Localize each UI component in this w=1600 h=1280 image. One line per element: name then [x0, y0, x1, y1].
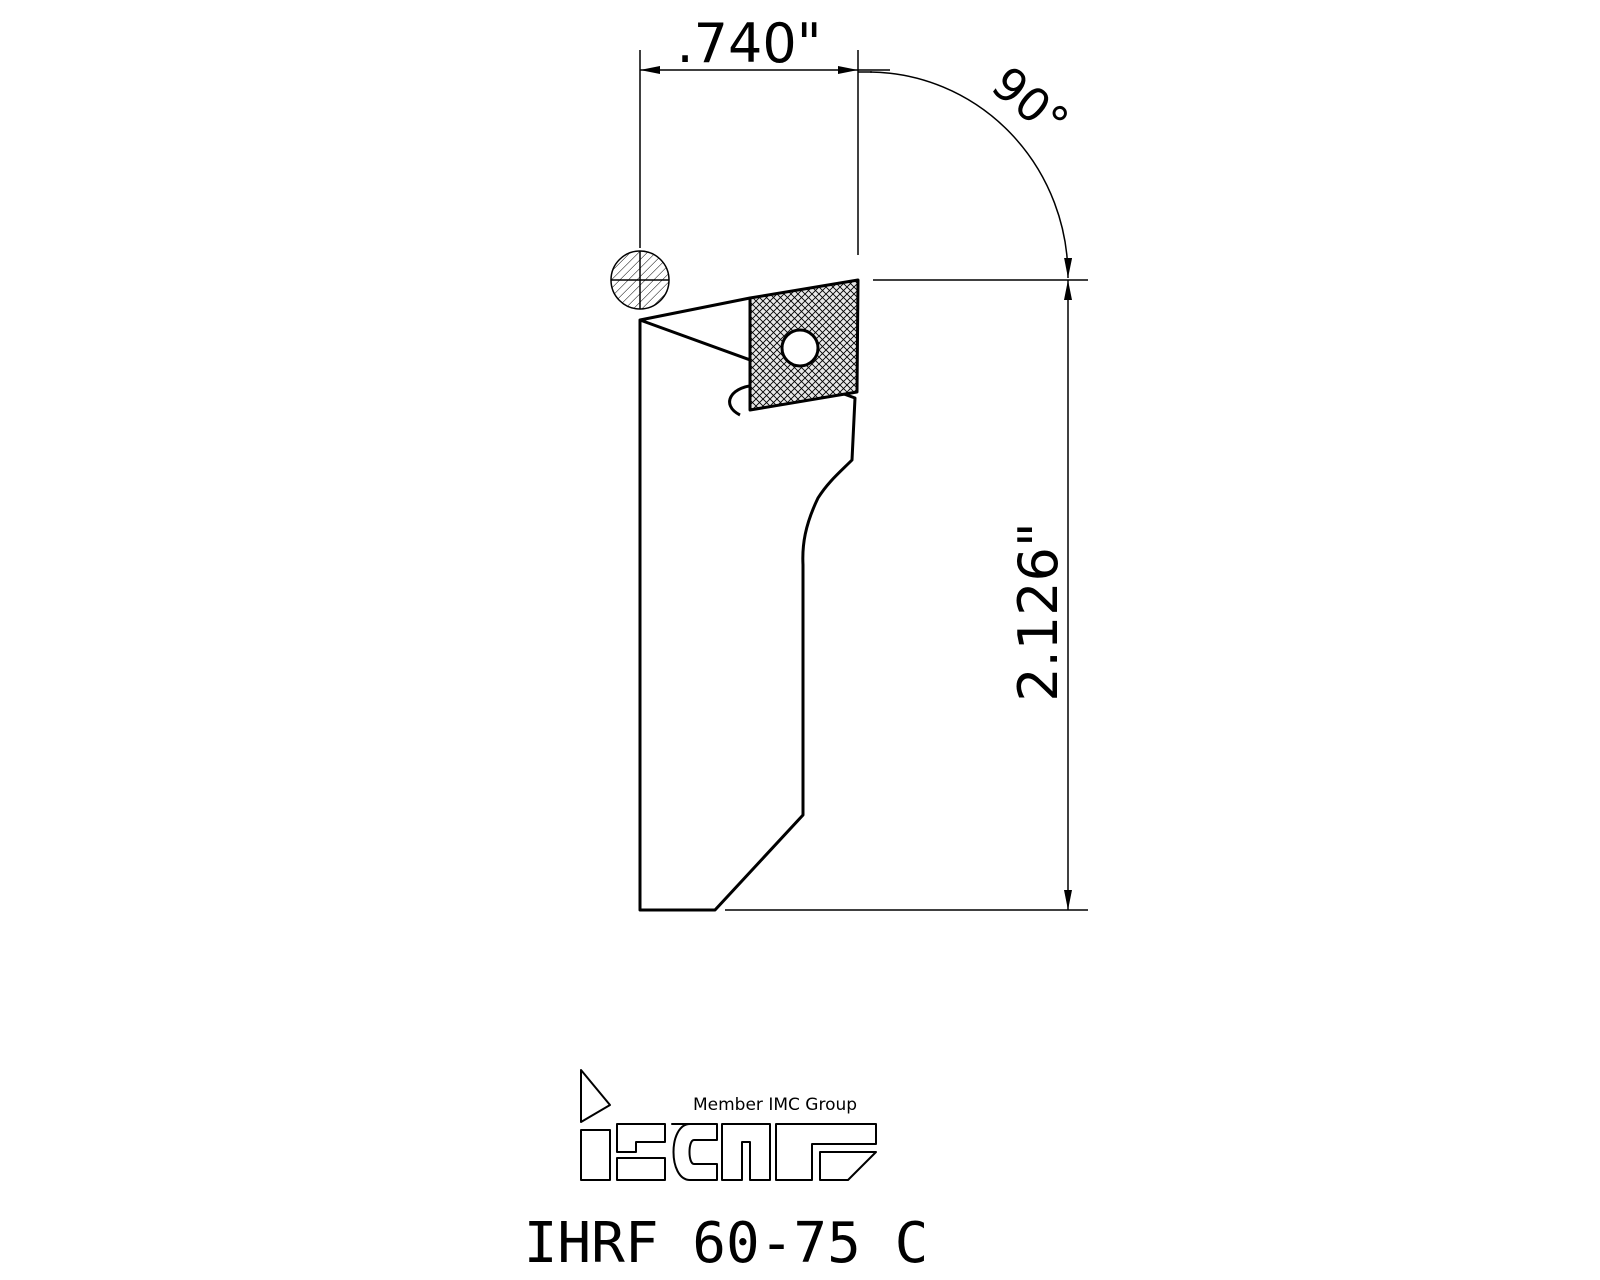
- insert-hole: [780, 328, 820, 368]
- logo-wordmark-icon: [580, 1069, 877, 1181]
- height-dimension: [725, 279, 1088, 911]
- model-code: IHRF 60-75 C: [524, 1211, 929, 1276]
- width-dimension: [639, 50, 890, 255]
- width-label: .740": [676, 12, 821, 75]
- logo-tagline: Member IMC Group: [693, 1095, 857, 1115]
- iscar-logo: Member IMC Group: [580, 1069, 877, 1181]
- section-symbol: [610, 250, 670, 310]
- angle-label: 90°: [982, 56, 1079, 150]
- cutting-insert: [748, 278, 860, 412]
- height-label: 2.126": [1007, 522, 1070, 701]
- angle-dimension: [858, 71, 1073, 279]
